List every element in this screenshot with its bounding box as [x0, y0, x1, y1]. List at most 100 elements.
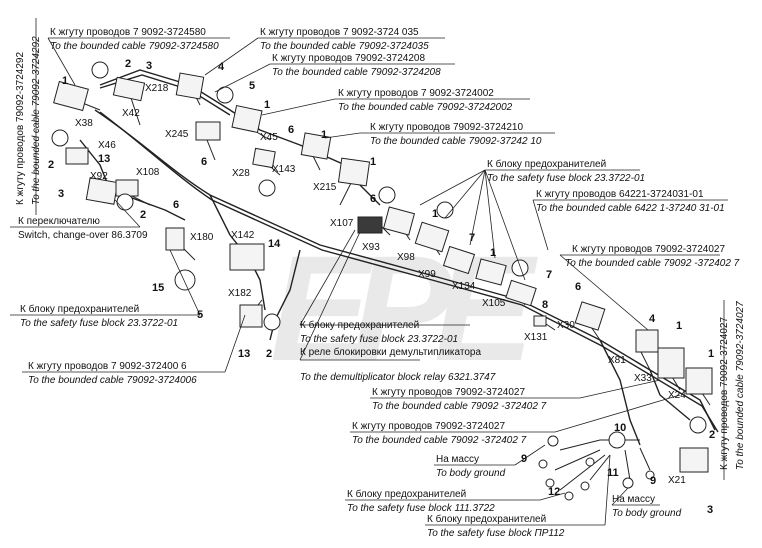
- connector-codes: X38 X42 X218 X46 X245 X45 X28 X143 X215 …: [75, 83, 686, 486]
- callout-8-ru: К жгуту проводов 79092-3724027: [572, 244, 725, 255]
- pos-2-b: 2: [48, 159, 54, 171]
- pos-3-b: 3: [58, 188, 64, 200]
- callout-7-ru: К жгуту проводов 64221-3724031-01: [536, 189, 704, 200]
- pos-8-a: 8: [542, 299, 548, 311]
- pos-12-a: 12: [548, 486, 560, 498]
- callout-16-ru: На массу: [436, 454, 479, 465]
- callout-4-en: To the bounded cable 79092-37242002: [338, 102, 513, 113]
- code-x131: X131: [524, 332, 548, 343]
- code-x107: X107: [330, 218, 354, 229]
- harness-trunk: [79, 69, 719, 446]
- code-x30: X30: [557, 320, 575, 331]
- left-vertical-callout: К жгуту проводов 79092-3724292 To the bo…: [15, 18, 42, 215]
- callout-9-ru: К переключателю: [18, 216, 100, 227]
- callout-18-ru: К блоку предохранителей: [427, 513, 546, 525]
- pos-5-a: 5: [249, 80, 255, 92]
- pos-1-d: 1: [370, 156, 376, 168]
- callout-7-en: To the bounded cable 6422 1-37240 31-01: [536, 203, 725, 214]
- pos-1-f: 1: [490, 247, 496, 259]
- callout-5-ru: К жгуту проводов 79092-3724210: [370, 122, 523, 133]
- pos-3-a: 3: [146, 60, 152, 72]
- callout-leaders: [10, 37, 728, 526]
- callout-16-en: To body ground: [436, 468, 506, 479]
- callout-6-ru: К блоку предохранителей: [487, 158, 606, 170]
- code-x105: X105: [482, 298, 506, 309]
- code-x134: X134: [452, 281, 476, 292]
- code-x24: X24: [668, 390, 686, 401]
- callout-10-en: To the safety fuse block 23.3722-01: [20, 318, 178, 329]
- callout-3-ru: К жгуту проводов 79092-3724208: [272, 53, 425, 64]
- callout-17-en: To the safety fuse block 111.3722: [347, 503, 495, 514]
- pos-2-c: 2: [140, 209, 146, 221]
- right-vertical-callout: К жгуту проводов 79092-3724027 To the bo…: [719, 300, 746, 480]
- code-x245: X245: [165, 129, 189, 140]
- code-x99: X99: [418, 269, 436, 280]
- pos-13-a: 13: [98, 153, 110, 165]
- right-vertical-ru: К жгуту проводов 79092-3724027: [719, 317, 730, 470]
- code-x180: X180: [190, 232, 214, 243]
- code-x98: X98: [397, 252, 415, 263]
- pos-6-d: 6: [370, 193, 376, 205]
- callout-14-ru: К жгуту проводов 79092-3724027: [372, 387, 525, 398]
- callout-3-en: To the bounded cable 79092-3724208: [272, 67, 441, 78]
- callout-19-ru: На массу: [612, 494, 655, 505]
- code-x218: X218: [145, 83, 169, 94]
- callout-15-en: To the bounded cable 79092 -372402 7: [352, 435, 527, 446]
- callout-11-en: To the safety fuse block 23.3722-01: [300, 334, 458, 345]
- code-x93: X93: [362, 242, 380, 253]
- callout-19-en: To body ground: [612, 508, 682, 519]
- callout-2-ru: К жгуту проводов 7 9092-3724 035: [260, 27, 419, 38]
- detail-circles: [51, 61, 707, 449]
- code-x215: X215: [313, 182, 337, 193]
- pos-6-a: 6: [201, 156, 207, 168]
- code-x42: X42: [122, 108, 140, 119]
- code-x38: X38: [75, 118, 93, 129]
- pos-9-b: 9: [650, 475, 656, 487]
- callout-10-ru: К блоку предохранителей: [20, 303, 139, 315]
- pos-9-a: 9: [521, 453, 527, 465]
- pos-6-c: 6: [173, 199, 179, 211]
- code-x108: X108: [136, 167, 160, 178]
- pos-14-a: 14: [268, 238, 281, 250]
- callout-4-ru: К жгуту проводов 7 9092-3724002: [338, 88, 494, 99]
- pos-1-e: 1: [432, 208, 438, 220]
- pos-1-a: 1: [62, 75, 68, 87]
- callout-8-en: To the bounded cable 79092 -372402 7: [565, 258, 740, 269]
- code-x28: X28: [232, 168, 250, 179]
- callout-17-ru: К блоку предохранителей: [347, 488, 466, 500]
- code-x46: X46: [98, 140, 116, 151]
- pos-6-b: 6: [288, 124, 294, 136]
- connector-blocks: [53, 72, 713, 473]
- callout-texts: К жгуту проводов 7 9092-3724580 To the b…: [18, 27, 740, 539]
- pos-3-c: 3: [707, 504, 713, 516]
- code-x143: X143: [272, 164, 296, 175]
- code-x21: X21: [668, 475, 686, 486]
- code-x92: X92: [90, 171, 108, 182]
- callout-2-en: To the bounded cable 79092-3724035: [260, 41, 429, 52]
- pos-11-a: 11: [607, 467, 619, 479]
- pos-4-b: 4: [649, 313, 656, 325]
- pos-13-b: 13: [238, 348, 250, 360]
- code-x33: X33: [634, 373, 652, 384]
- pos-1-h: 1: [708, 348, 714, 360]
- code-x182: X182: [228, 288, 252, 299]
- callout-5-en: To the bounded cable 79092-37242 10: [370, 136, 542, 147]
- code-x45: X45: [260, 132, 278, 143]
- pos-7-a: 7: [469, 232, 475, 244]
- ground-lugs: [538, 435, 655, 501]
- pos-2-e: 2: [709, 429, 715, 441]
- callout-18-en: To the safety fuse block ПР112: [427, 528, 565, 539]
- position-numbers: 1 2 3 4 5 1 6 6 1 1 2 13 3 2 6 6 1 7 1 7…: [48, 58, 715, 516]
- callout-15-ru: К жгуту проводов 79092-3724027: [352, 421, 505, 432]
- watermark: ЕРЕ: [270, 224, 538, 392]
- pos-6-e: 6: [575, 281, 581, 293]
- callout-13-ru: К жгуту проводов 7 9092-372400 6: [28, 361, 187, 372]
- pos-7-b: 7: [546, 269, 552, 281]
- callout-9-en: Switch, change-over 86.3709: [18, 230, 148, 241]
- callout-14-en: To the bounded cable 79092 -372402 7: [372, 401, 547, 412]
- right-vertical-en: To the bounded cable 79092-3724027: [735, 301, 746, 470]
- pos-2-d: 2: [266, 348, 272, 360]
- left-vertical-ru: К жгуту проводов 79092-3724292: [15, 52, 26, 205]
